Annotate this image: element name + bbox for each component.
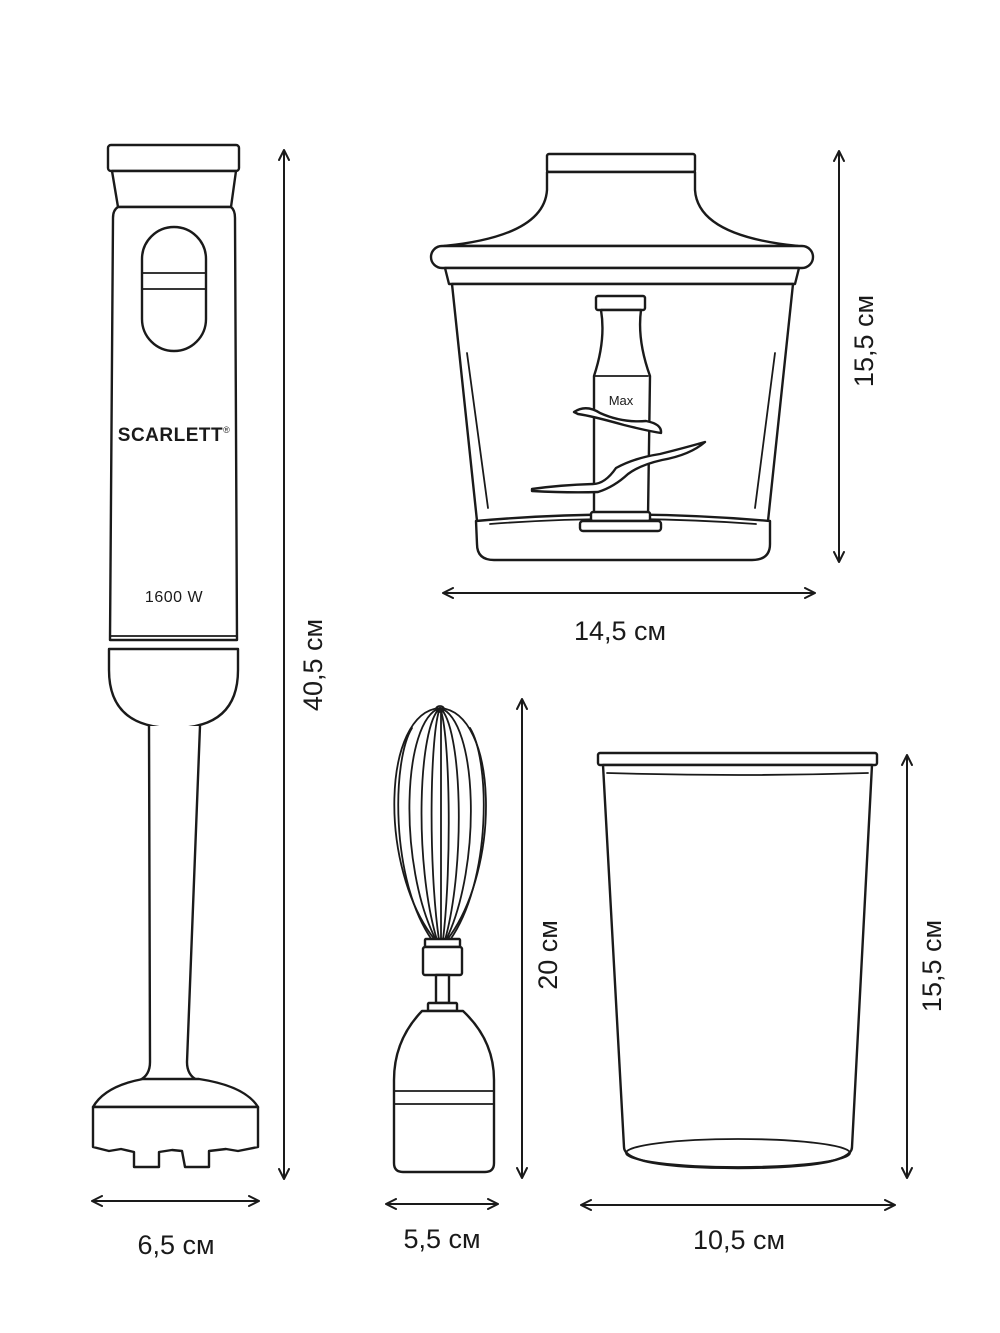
chopper-illustration: Max (429, 152, 815, 562)
max-fill-marker: Max (609, 393, 634, 408)
beaker-width-label: 10,5 см (693, 1225, 785, 1255)
whisk-width-dimension: 5,5 см (385, 1198, 499, 1254)
blender-height-label: 40,5 см (298, 619, 328, 711)
beaker-illustration (596, 751, 879, 1170)
chopper-height-label: 15,5 см (849, 295, 879, 387)
whisk-height-dimension: 20 см (516, 698, 563, 1179)
chopper-height-dimension: 15,5 см (833, 150, 879, 563)
blender-width-dimension: 6,5 см (91, 1195, 260, 1260)
registered-mark: ® (223, 425, 230, 435)
whisk-height-label: 20 см (533, 920, 563, 990)
beaker-width-dimension: 10,5 см (580, 1199, 896, 1255)
whisk-width-label: 5,5 см (403, 1224, 480, 1254)
blender-height-dimension: 40,5 см (278, 149, 328, 1180)
whisk-illustration (392, 705, 496, 1174)
hand-blender-illustration: SCARLETT® 1600 W (91, 143, 260, 1169)
chopper-width-label: 14,5 см (574, 616, 666, 646)
svg-text:SCARLETT®: SCARLETT® (118, 425, 230, 446)
beaker-height-dimension: 15,5 см (901, 754, 947, 1179)
beaker-height-label: 15,5 см (917, 920, 947, 1012)
blender-width-label: 6,5 см (137, 1230, 214, 1260)
brand-name: SCARLETT (118, 425, 223, 446)
chopper-width-dimension: 14,5 см (442, 587, 816, 646)
power-rating: 1600 W (145, 589, 204, 606)
